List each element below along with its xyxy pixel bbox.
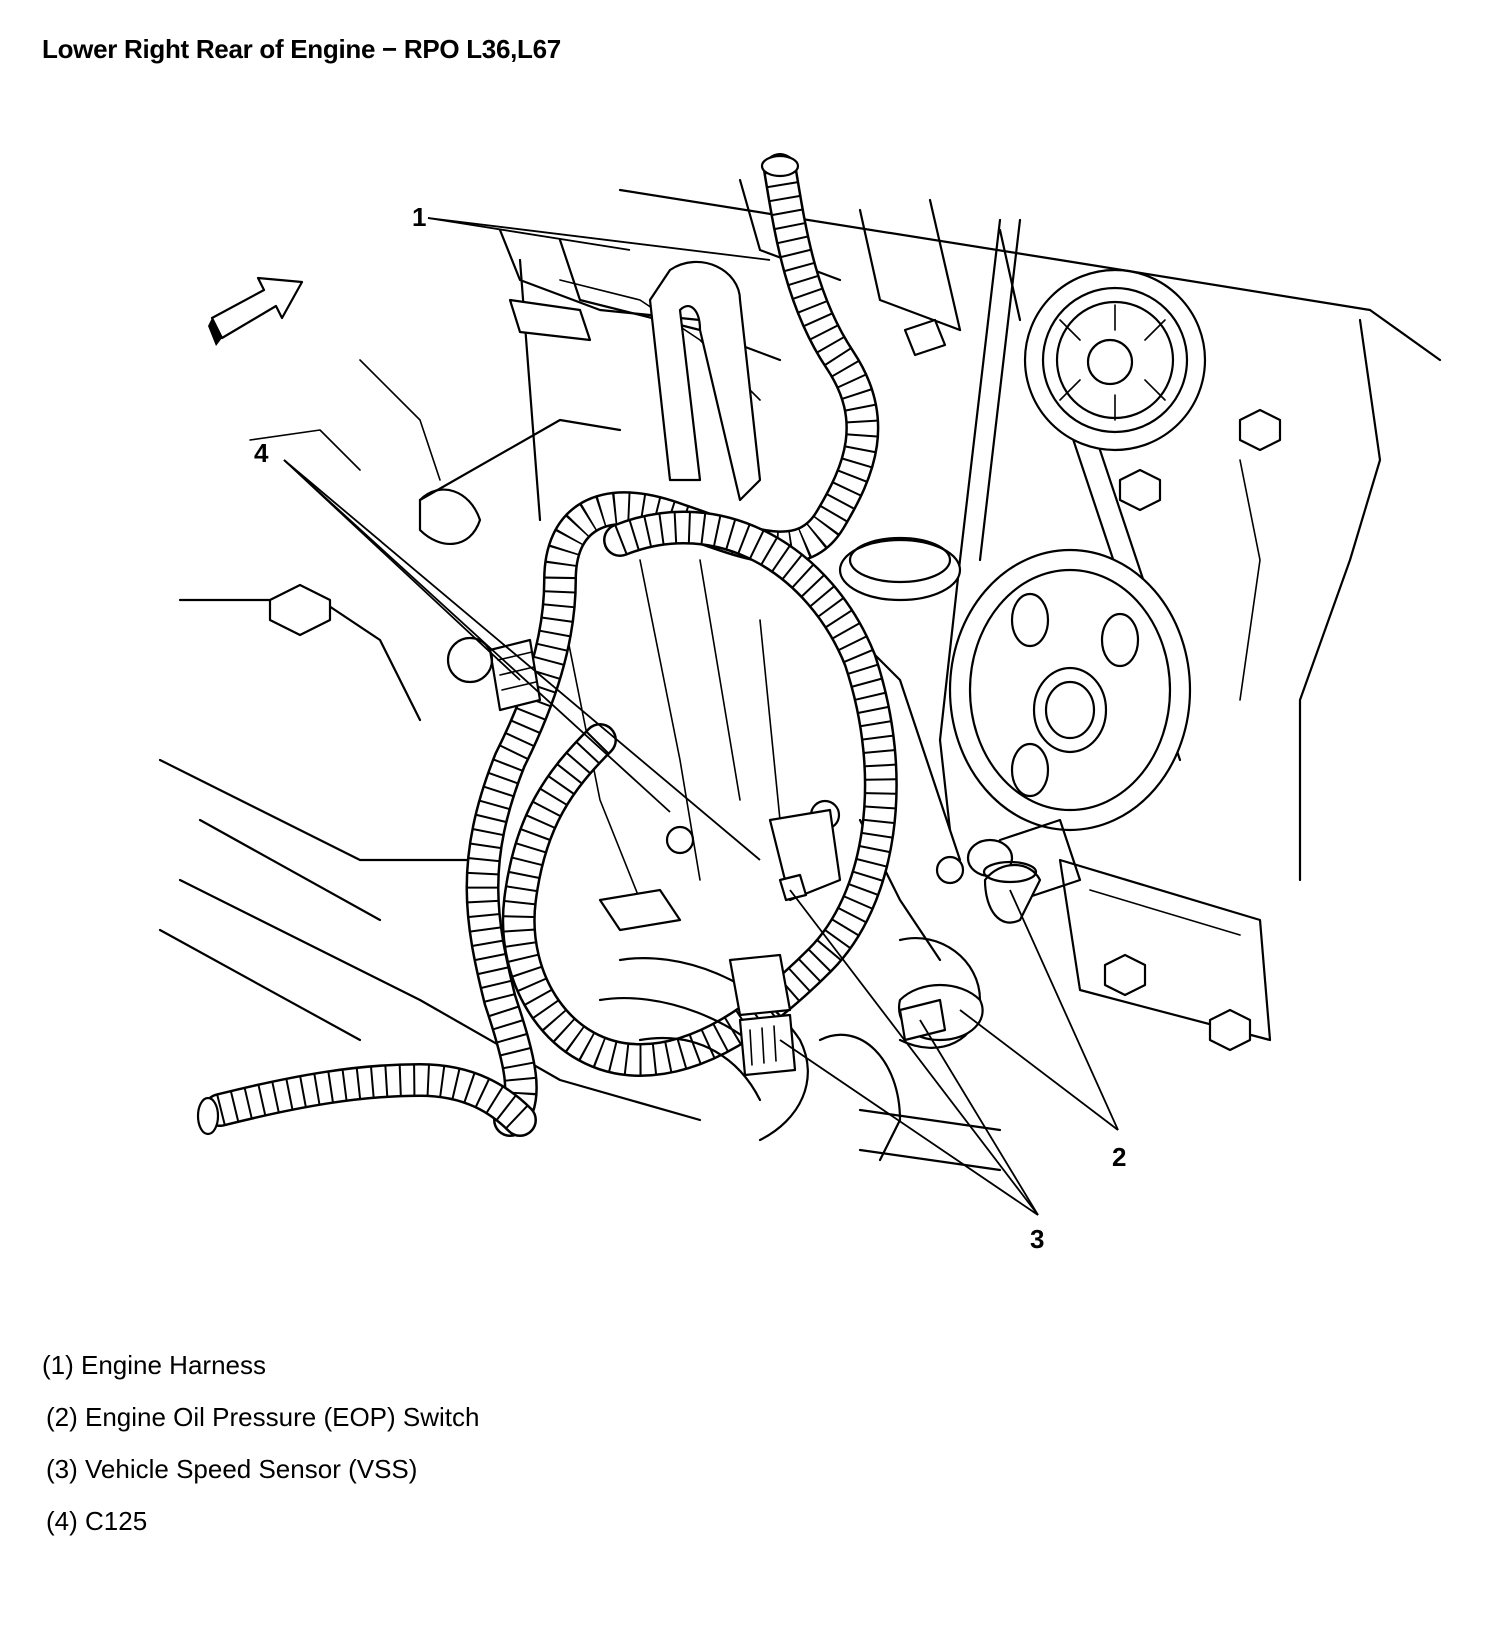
legend-number: (1) (42, 1350, 81, 1380)
legend: (1) Engine Harness (2) Engine Oil Pressu… (42, 1350, 479, 1558)
legend-number: (4) (46, 1506, 85, 1536)
callout-3: 3 (1030, 1224, 1044, 1254)
diagram-title: Lower Right Rear of Engine − RPO L36,L67 (42, 34, 561, 64)
idler-pulley (1023, 268, 1207, 452)
callout-1: 1 (412, 202, 426, 232)
leader-lines (283, 217, 1119, 1216)
legend-label: Engine Harness (81, 1350, 266, 1380)
callout-2: 2 (1112, 1142, 1126, 1172)
forward-arrow-icon (208, 276, 304, 346)
c125-connector (446, 636, 542, 712)
legend-item-engine-harness: (1) Engine Harness (42, 1350, 479, 1402)
legend-label: C125 (85, 1506, 148, 1536)
upper-bracket (418, 260, 762, 545)
filler-cap (838, 536, 962, 602)
legend-item-eop-switch: (2) Engine Oil Pressure (EOP) Switch (42, 1402, 479, 1454)
legend-item-c125: (4) C125 (42, 1506, 479, 1558)
bolts (268, 318, 1282, 1052)
legend-label: Engine Oil Pressure (EOP) Switch (85, 1402, 480, 1432)
legend-number: (2) (46, 1402, 85, 1432)
vss-sensor (728, 808, 984, 1077)
power-steering-pulley (948, 548, 1192, 832)
legend-label: Vehicle Speed Sensor (VSS) (85, 1454, 418, 1484)
legend-number: (3) (46, 1454, 85, 1484)
engine-illustration: 1 4 2 3 (158, 153, 1442, 1254)
legend-item-vss: (3) Vehicle Speed Sensor (VSS) (42, 1454, 479, 1506)
transmission-housing (598, 818, 1082, 1172)
callout-4: 4 (254, 438, 269, 468)
